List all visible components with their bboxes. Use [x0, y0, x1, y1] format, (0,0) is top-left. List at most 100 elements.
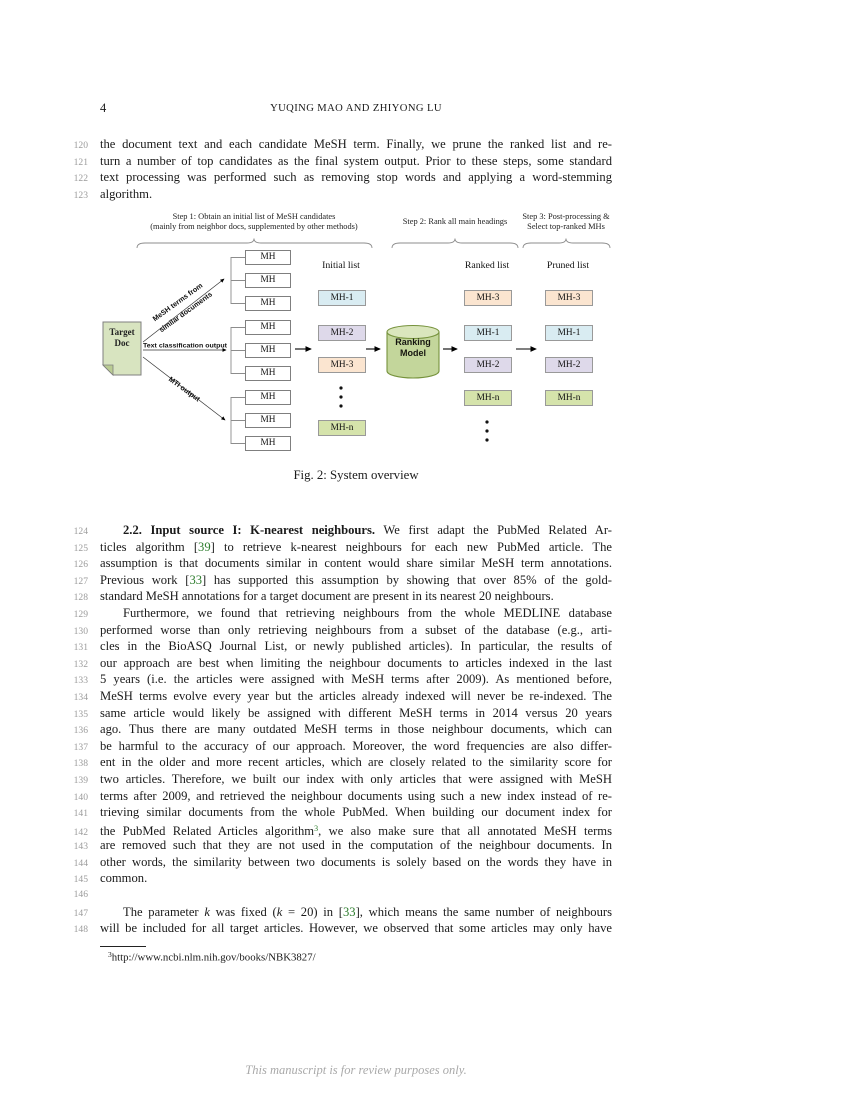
footnote-ref[interactable]: 3: [314, 823, 319, 833]
mti-arrow-label: MTI output: [167, 375, 202, 404]
text-line-content: text processing was performed such as re…: [100, 169, 612, 186]
target-doc-label-line1: Target: [109, 327, 135, 337]
text-segment: the document text and each candidate MeS…: [100, 137, 612, 151]
text-line-content: the document text and each candidate MeS…: [100, 136, 612, 153]
text-line-content: other words, the similarity between two …: [100, 854, 612, 871]
text-line: 144 other words, the similarity between t…: [62, 854, 614, 871]
line-number: 126: [73, 559, 88, 571]
page-number: 4: [100, 101, 107, 115]
text-line: 134 MeSH terms evolve every year but the …: [62, 688, 614, 705]
text-line-content: are removed such that they are not used …: [100, 837, 612, 854]
line-number: 125: [73, 542, 88, 554]
line-number: 145: [73, 874, 88, 886]
text-segment: ent in the older and more recent article…: [100, 755, 612, 770]
line-number: 122: [73, 173, 88, 185]
ranked-list-item: MH-n: [464, 390, 512, 406]
line-number: 140: [73, 791, 88, 803]
text-segment: k: [276, 904, 283, 919]
citation-link[interactable]: 33: [342, 904, 356, 919]
pruned-list-item: MH-n: [545, 390, 593, 406]
text-segment: two articles. Therefore, we built our in…: [100, 771, 612, 786]
citation-link[interactable]: 33: [189, 572, 203, 587]
initial-list-item: MH-1: [318, 290, 366, 306]
line-number: 120: [73, 140, 88, 151]
target-doc-label: Target Doc: [103, 327, 141, 349]
text-segment: k: [204, 904, 210, 919]
text-segment: was fixed (: [209, 904, 277, 919]
text-line: 133 5 years (i.e. the articles were assig…: [62, 671, 614, 688]
step3-heading-line2: Select top-ranked MHs: [527, 222, 605, 231]
text-segment: trieving similar documents from the whol…: [100, 805, 612, 820]
text-segment: , we also make sure that all annotated M…: [318, 823, 612, 838]
line-number: 129: [73, 608, 88, 620]
text-segment: assumption is that documents similar in …: [100, 556, 612, 571]
line-number: 144: [73, 857, 88, 869]
step1-heading-line1: Step 1: Obtain an initial list of MeSH c…: [172, 212, 336, 221]
text-segment: ] has supported this assumption by showi…: [202, 572, 612, 587]
line-number: 134: [73, 691, 88, 703]
text-line-content: terms after 2009, and retrieved the neig…: [100, 788, 612, 805]
target-doc-label-line2: Doc: [114, 338, 130, 348]
footnote-marker: 3: [108, 950, 112, 959]
text-line-content: turn a number of top candidates as the f…: [100, 153, 612, 170]
running-title: YUQING MAO AND ZHIYONG LU: [270, 103, 442, 114]
text-line-content: ticles algorithm [39] to retrieve k-near…: [100, 539, 612, 556]
text-segment: are removed such that they are not used …: [100, 838, 612, 853]
text-line-content: ent in the older and more recent article…: [100, 754, 612, 771]
citation-link[interactable]: 39: [198, 539, 211, 554]
line-number: 142: [73, 826, 88, 838]
text-segment: algorithm.: [100, 186, 153, 201]
ranking-model-label-line1: Ranking: [395, 337, 431, 347]
line-number: 133: [73, 675, 88, 687]
text-segment: common.: [100, 871, 148, 886]
text-segment: our approach are best when limiting the …: [100, 655, 612, 670]
text-segment: text processing was performed such as re…: [100, 170, 612, 185]
initial-list-item: MH-2: [318, 325, 366, 341]
text-segment: terms after 2009, and retrieved the neig…: [100, 788, 612, 803]
text-line-content: assumption is that documents similar in …: [100, 555, 612, 572]
text-segment: Furthermore, we found that retrieving ne…: [123, 605, 612, 620]
ranked-list-title: Ranked list: [464, 260, 510, 271]
figure-diagram-graphics: MeSH terms from similar documents Text c…: [102, 238, 611, 444]
step2-heading: Step 2: Rank all main headings: [402, 217, 508, 226]
mesh-heading-box: MH: [245, 343, 291, 358]
line-number: 137: [73, 741, 88, 753]
mesh-heading-box: MH: [245, 436, 291, 451]
footnote: 3http://www.ncbi.nlm.nih.gov/books/NBK38…: [108, 950, 316, 964]
ranked-list-item: MH-1: [464, 325, 512, 341]
line-number: 148: [73, 924, 88, 936]
text-line-content: two articles. Therefore, we built our in…: [100, 771, 612, 788]
paragraph-block-1: 120 the document text and each candidate …: [62, 136, 614, 202]
mesh-heading-box: MH: [245, 413, 291, 428]
ellipsis-dots: [339, 386, 489, 442]
source-arrows: [142, 278, 227, 421]
mesh-heading-box: MH: [245, 296, 291, 311]
initial-list-title: Initial list: [322, 260, 360, 271]
text-line-content: performed worse than only retrieving nei…: [100, 622, 612, 639]
text-line-content: 2.2. Input source I: K-nearest neighbour…: [100, 522, 612, 539]
text-segment: performed worse than only retrieving nei…: [100, 622, 612, 637]
mesh-heading-box: MH: [245, 320, 291, 335]
text-segment: Previous work [: [100, 572, 190, 587]
mesh-heading-box: MH: [245, 366, 291, 381]
text-segment: ticles algorithm [: [100, 539, 199, 554]
text-segment: MeSH terms evolve every year but the art…: [100, 688, 612, 703]
step1-heading: Step 1: Obtain an initial list of MeSH c…: [104, 212, 404, 232]
text-segment: ], which means the same number of neighb…: [355, 904, 612, 919]
ranking-model-label-line2: Model: [400, 348, 426, 358]
text-line-content: The parameter k was fixed (k = 20) in [3…: [100, 904, 612, 921]
pruned-list-item: MH-3: [545, 290, 593, 306]
footnote-url[interactable]: http://www.ncbi.nlm.nih.gov/books/NBK382…: [111, 951, 316, 964]
text-segment: 5 years (i.e. the articles were assigned…: [100, 672, 612, 687]
text-line-content: our approach are best when limiting the …: [100, 655, 612, 672]
text-segment: = 20) in [: [282, 904, 343, 919]
